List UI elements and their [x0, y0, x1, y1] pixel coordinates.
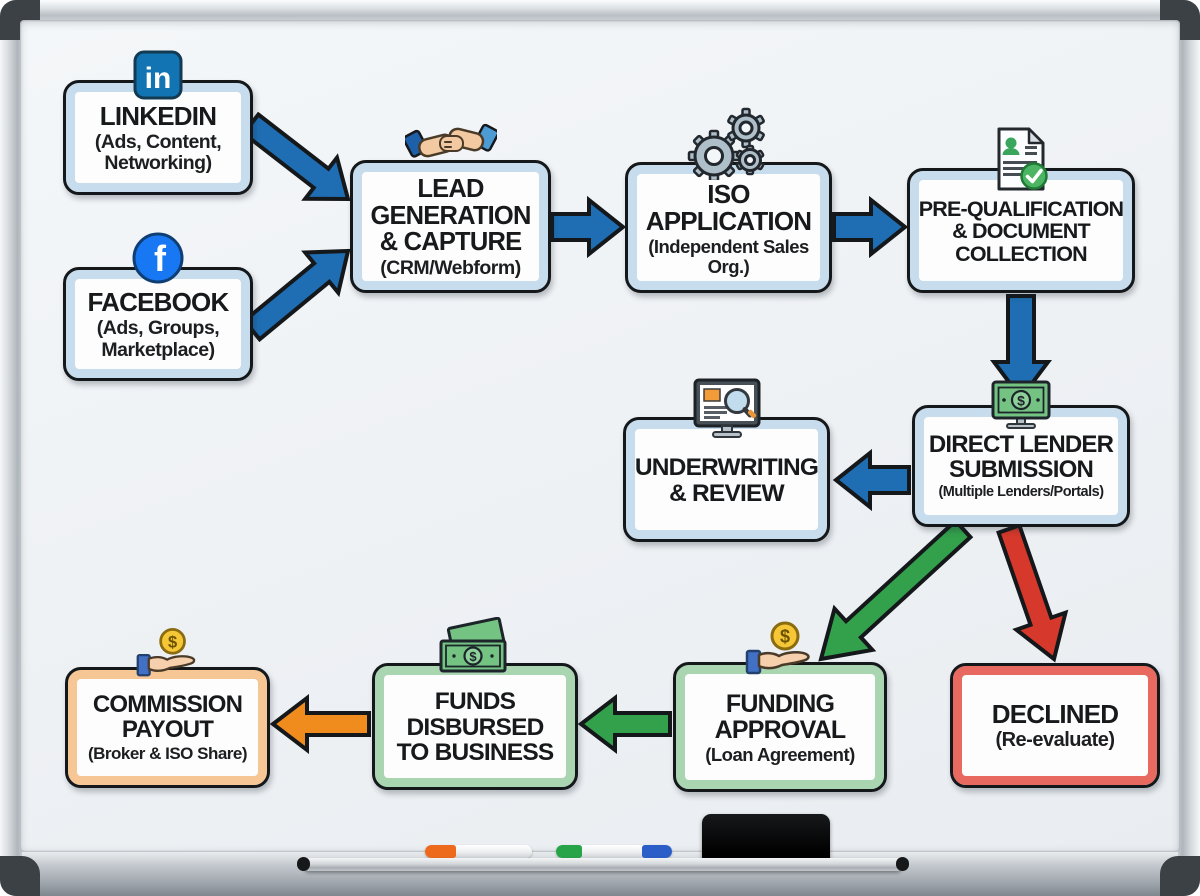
node-subtitle: (Ads, Groups, Marketplace): [96, 317, 220, 361]
node-title: COMMISSION PAYOUT: [92, 691, 243, 744]
node-subtitle: (Ads, Content, Networking): [94, 130, 222, 175]
whiteboard-eraser: [702, 814, 830, 864]
node-title: UNDERWRITING & REVIEW: [634, 454, 819, 507]
gears-icon: [684, 104, 774, 183]
green-marker-cap: [556, 845, 582, 858]
node-subtitle: (Loan Agreement): [705, 744, 855, 766]
node-title: FUNDING APPROVAL: [714, 690, 846, 745]
whiteboard-frame-right: [1178, 0, 1200, 896]
whiteboard-frame-top: [0, 0, 1200, 22]
facebook-icon: f: [131, 231, 185, 285]
node-funds-disbursed: $ FUNDS DISBURSED TO BUSINESS: [372, 616, 578, 790]
monitor-magnifier-icon: [692, 378, 762, 440]
node-lead-generation: LEAD GENERATION & CAPTURE (CRM/Webform): [350, 123, 551, 293]
document-check-icon: [992, 126, 1050, 194]
node-iso-application: ISO APPLICATION (Independent Sales Org.): [625, 107, 832, 293]
node-title: DECLINED: [991, 699, 1119, 730]
hand-coin-icon: $: [744, 621, 816, 683]
node-subtitle: (CRM/Webform): [380, 256, 521, 279]
node-subtitle: (Broker & ISO Share): [87, 744, 248, 764]
svg-text:f: f: [154, 238, 167, 279]
frame-corner-cap: [0, 856, 40, 896]
money-monitor-icon: $: [990, 380, 1052, 430]
node-subtitle: (Multiple Lenders/Portals): [938, 484, 1104, 501]
handshake-icon: [402, 115, 499, 173]
tray-end-cap: [896, 857, 909, 871]
node-underwriting-review: UNDERWRITING & REVIEW: [623, 378, 830, 542]
cash-icon: $: [436, 616, 514, 677]
node-title: LEAD GENERATION & CAPTURE: [370, 175, 531, 257]
green-blue-marker: [556, 845, 672, 858]
node-title: FUNDS DISBURSED TO BUSINESS: [396, 688, 555, 767]
node-linkedin: in LINKEDIN (Ads, Content, Networking): [63, 50, 253, 195]
linkedin-icon: in: [132, 49, 184, 101]
frame-corner-cap: [1160, 856, 1200, 896]
blue-marker-cap: [642, 845, 672, 858]
whiteboard-frame-left: [0, 0, 22, 896]
node-title: ISO APPLICATION: [645, 178, 812, 236]
orange-marker-cap: [425, 845, 456, 858]
svg-text:in: in: [145, 62, 172, 95]
node-title: LINKEDIN: [99, 100, 217, 131]
node-title: PRE-QUALIFICATION & DOCUMENT COLLECTION: [918, 196, 1124, 266]
node-subtitle: (Independent Sales Org.): [648, 235, 809, 277]
node-commission-payout: $ COMMISSION PAYOUT (Broker & ISO Share): [65, 628, 270, 788]
node-funding-approval: $ FUNDING APPROVAL (Loan Agreement): [673, 621, 887, 792]
node-pre-qualification: PRE-QUALIFICATION & DOCUMENT COLLECTION: [907, 127, 1135, 293]
svg-text:$: $: [167, 633, 176, 651]
svg-text:$: $: [469, 649, 477, 664]
node-direct-lender-submission: $ DIRECT LENDER SUBMISSION (Multiple Len…: [912, 380, 1130, 527]
orange-marker: [425, 845, 532, 858]
hand-coin-icon: $: [135, 627, 201, 685]
svg-text:$: $: [780, 627, 790, 647]
node-declined: DECLINED (Re-evaluate): [950, 663, 1160, 788]
svg-text:$: $: [1017, 393, 1025, 409]
node-title: FACEBOOK: [87, 287, 230, 318]
marker-tray: [303, 858, 903, 871]
node-facebook: f FACEBOOK (Ads, Groups, Marketplace): [63, 232, 253, 381]
tray-end-cap: [297, 857, 310, 871]
node-title: DIRECT LENDER SUBMISSION: [928, 431, 1114, 484]
node-subtitle: (Re-evaluate): [995, 729, 1115, 752]
